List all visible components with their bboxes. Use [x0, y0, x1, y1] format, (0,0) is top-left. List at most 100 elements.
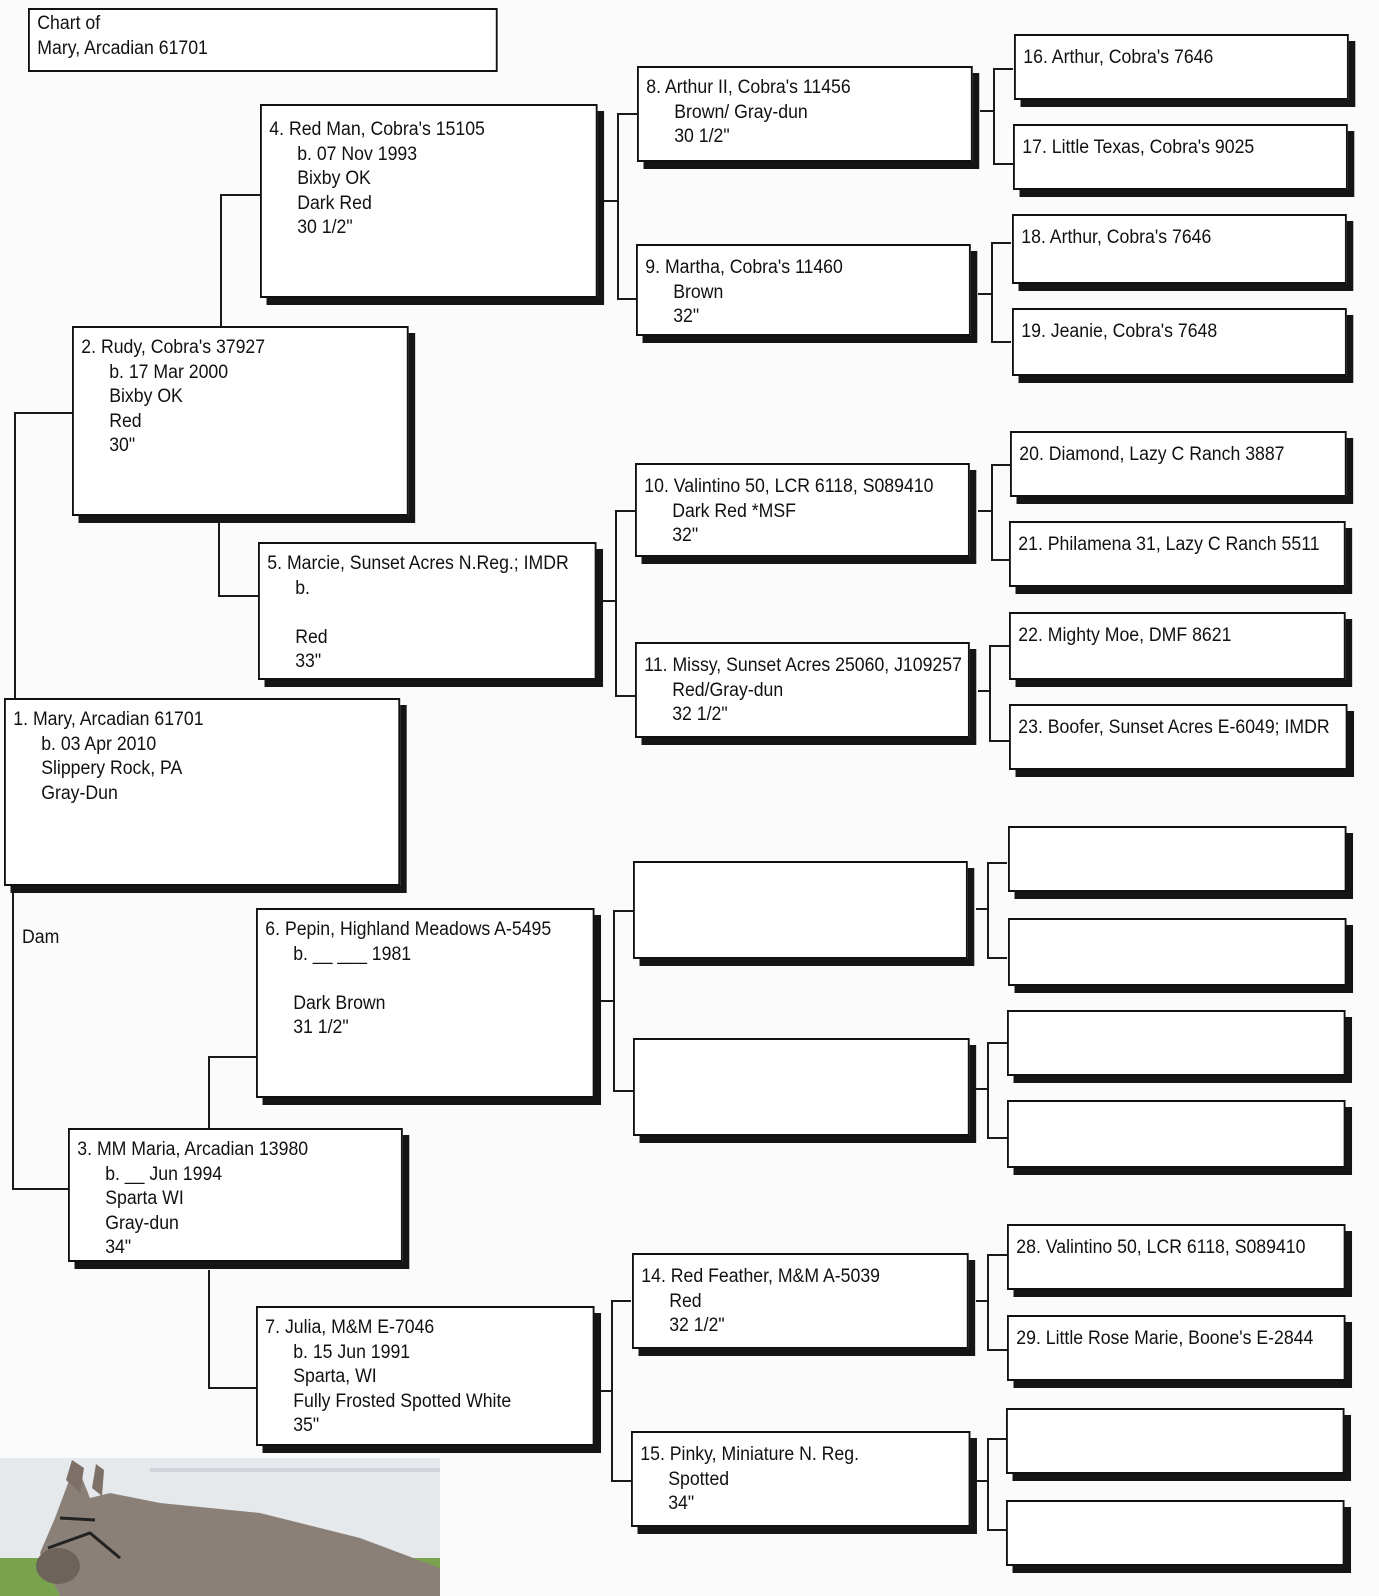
ancestor-8-box: 8. Arthur II, Cobra's 11456 Brown/ Gray-… [637, 66, 973, 162]
dam-birth: b. __ Jun 1994 [105, 1163, 223, 1185]
connector [993, 163, 1013, 165]
connector [208, 1387, 256, 1389]
ancestor-17-box: 17. Little Texas, Cobra's 9025 [1013, 124, 1348, 190]
subject-name: 1. Mary, Arcadian 61701 [13, 709, 204, 730]
ancestor-10-color: Dark Red *MSF [672, 500, 796, 522]
ancestor-29-box: 29. Little Rose Marie, Boone's E-2844 [1007, 1315, 1346, 1381]
connector [611, 1300, 613, 1482]
connector [987, 1137, 1007, 1139]
connector [976, 1480, 988, 1482]
ancestor-21-box: 21. Philamena 31, Lazy C Ranch 5511 [1009, 521, 1346, 587]
connector [218, 518, 220, 596]
connector [218, 595, 258, 597]
connector [991, 242, 993, 342]
ancestor-7-place: Sparta, WI [293, 1366, 377, 1387]
ancestor-4-place: Bixby OK [297, 168, 371, 189]
dam-height: 34" [105, 1237, 132, 1258]
ancestor-7-box: 7. Julia, M&M E-7046 b. 15 Jun 1991 Spar… [256, 1306, 595, 1446]
ancestor-5-place [267, 601, 587, 626]
ancestor-10-name: 10. Valintino 50, LCR 6118, S089410 [644, 476, 934, 497]
connector [220, 194, 260, 196]
connector [14, 412, 72, 414]
ancestor-11-box: 11. Missy, Sunset Acres 25060, J109257 R… [635, 642, 970, 738]
connector [987, 862, 989, 958]
connector [991, 464, 1011, 466]
ancestor-20-box: 20. Diamond, Lazy C Ranch 3887 [1010, 431, 1347, 497]
ancestor-15-color: Spotted [668, 1468, 730, 1490]
connector [976, 1300, 988, 1302]
ancestor-6-color: Dark Brown [293, 992, 386, 1014]
ancestor-6-height: 31 1/2" [293, 1017, 349, 1038]
ancestor-28-name: 28. Valintino 50, LCR 6118, S089410 [1016, 1237, 1306, 1258]
ancestor-4-name: 4. Red Man, Cobra's 15105 [269, 119, 485, 140]
connector [613, 910, 633, 912]
ancestor-19-box: 19. Jeanie, Cobra's 7648 [1012, 308, 1347, 376]
connector [989, 645, 991, 741]
connector [987, 862, 1007, 864]
sire-height: 30" [109, 435, 136, 456]
ancestor-11-height: 32 1/2" [672, 704, 728, 725]
ancestor-6-box: 6. Pepin, Highland Meadows A-5495 b. __ … [256, 908, 595, 1098]
connector [617, 113, 637, 115]
ancestor-6-birth: b. __ ___ 1981 [293, 943, 412, 965]
ancestor-14-box: 14. Red Feather, M&M A-5039 Red 32 1/2" [632, 1253, 969, 1349]
ancestor-8-color: Brown/ Gray-dun [674, 101, 808, 123]
ancestor-4-birth: b. 07 Nov 1993 [297, 143, 418, 165]
dam-color: Gray-dun [105, 1212, 179, 1234]
ancestor-7-birth: b. 15 Jun 1991 [293, 1341, 411, 1363]
ancestor-5-color: Red [295, 626, 328, 648]
dam-place: Sparta WI [105, 1188, 184, 1209]
connector [617, 298, 637, 300]
ancestor-5-box: 5. Marcie, Sunset Acres N.Reg.; IMDR b. … [258, 542, 597, 680]
dam-label: Dam [22, 927, 60, 948]
connector [989, 645, 1009, 647]
connector [208, 1056, 210, 1128]
connector [987, 957, 1007, 959]
connector [991, 242, 1011, 244]
connector [598, 1390, 612, 1392]
ancestor-11-name: 11. Missy, Sunset Acres 25060, J109257 [644, 655, 962, 676]
ancestor-9-height: 32" [673, 306, 700, 327]
ancestor-26-box [1007, 1010, 1346, 1076]
subject-birth: b. 03 Apr 2010 [41, 733, 157, 755]
ancestor-7-color: Fully Frosted Spotted White [293, 1390, 512, 1412]
sire-birth: b. 17 Mar 2000 [109, 361, 229, 383]
ancestor-23-name: 23. Boofer, Sunset Acres E-6049; IMDR [1018, 717, 1330, 738]
ancestor-7-height: 35" [293, 1415, 320, 1436]
ancestor-12-box [633, 861, 968, 959]
connector [976, 1088, 988, 1090]
connector [987, 1438, 989, 1530]
ancestor-20-name: 20. Diamond, Lazy C Ranch 3887 [1019, 444, 1285, 465]
connector [987, 1438, 1007, 1440]
subject-place: Slippery Rock, PA [41, 758, 183, 779]
connector [615, 510, 617, 696]
connector [987, 1349, 1007, 1351]
ancestor-17-name: 17. Little Texas, Cobra's 9025 [1022, 137, 1255, 158]
sire-name: 2. Rudy, Cobra's 37927 [81, 337, 266, 358]
connector [980, 110, 994, 112]
dam-box: 3. MM Maria, Arcadian 13980 b. __ Jun 19… [68, 1128, 403, 1262]
ancestor-4-box: 4. Red Man, Cobra's 15105 b. 07 Nov 1993… [260, 104, 598, 298]
ancestor-19-name: 19. Jeanie, Cobra's 7648 [1021, 321, 1218, 342]
ancestor-24-box [1008, 826, 1347, 892]
dam-name: 3. MM Maria, Arcadian 13980 [77, 1139, 309, 1160]
ancestor-6-name: 6. Pepin, Highland Meadows A-5495 [265, 919, 552, 940]
subject-color: Gray-Dun [41, 782, 118, 804]
connector [987, 1254, 1007, 1256]
sire-place: Bixby OK [109, 386, 183, 407]
ancestor-9-name: 9. Martha, Cobra's 11460 [645, 257, 843, 278]
connector [991, 464, 993, 560]
connector [600, 200, 618, 202]
connector [978, 690, 990, 692]
ancestor-5-height: 33" [295, 651, 322, 672]
donkey-photo [0, 1458, 440, 1596]
ancestor-6-place [265, 967, 585, 992]
connector [598, 1000, 614, 1002]
connector [611, 1300, 631, 1302]
ancestor-4-height: 30 1/2" [297, 217, 353, 238]
sire-box: 2. Rudy, Cobra's 37927 b. 17 Mar 2000 Bi… [72, 326, 409, 516]
connector [613, 1090, 633, 1092]
header-line-2: Mary, Arcadian 61701 [37, 37, 208, 59]
connector [989, 740, 1009, 742]
ancestor-14-height: 32 1/2" [669, 1315, 725, 1336]
